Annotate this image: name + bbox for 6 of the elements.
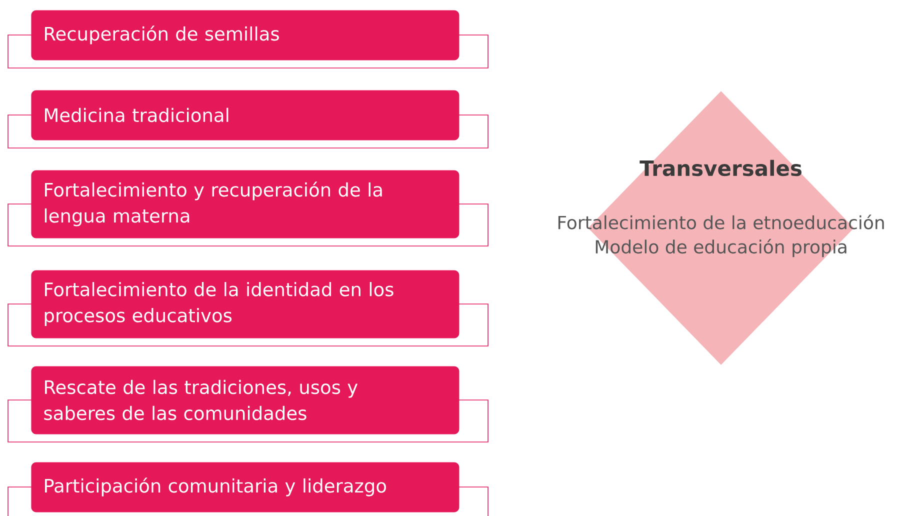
- topic-box: Fortalecimiento de la identidad en los procesos educativos: [8, 270, 488, 346]
- topic-box: Fortalecimiento y recuperación de la lengua materna: [8, 170, 488, 246]
- topic-box: Participación comunitaria y liderazgo: [8, 462, 488, 516]
- topic-box: Recuperación de semillas: [8, 10, 488, 68]
- topic-box: Medicina tradicional: [8, 90, 488, 148]
- topic-box: Rescate de las tradiciones, usos y saberes de las comunidades: [8, 366, 488, 442]
